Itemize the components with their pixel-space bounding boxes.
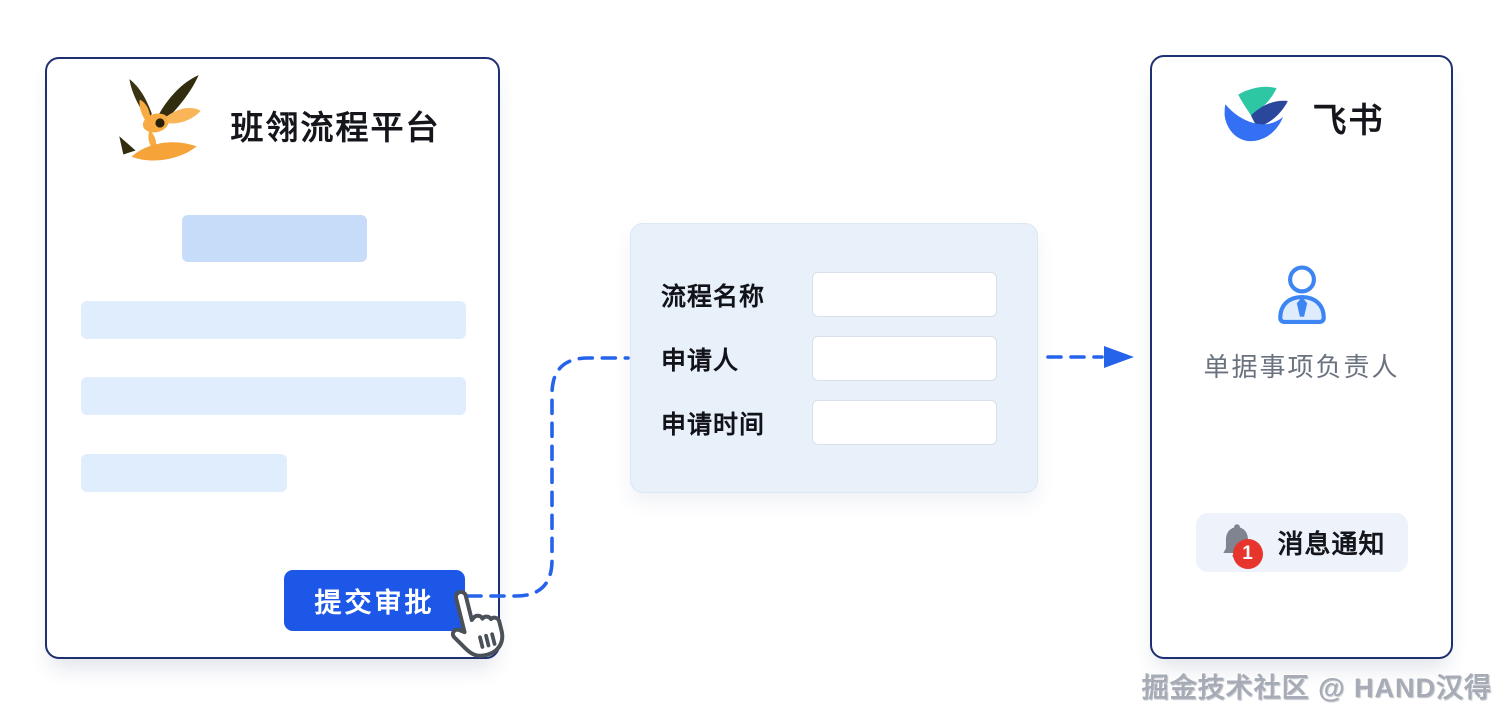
submit-approval-button[interactable]: 提交审批 [284, 570, 465, 631]
banling-header: 班翎流程平台 [47, 69, 498, 181]
feishu-title: 飞书 [1312, 101, 1385, 140]
notification-badge: 1 [1232, 538, 1263, 569]
form-row: 申请时间 [661, 400, 997, 445]
skeleton-bar [81, 454, 287, 492]
banling-logo-icon [118, 75, 201, 161]
feishu-logo-icon [1224, 86, 1288, 142]
process-form-card: 流程名称 申请人 申请时间 [630, 223, 1038, 493]
apply-time-label: 申请时间 [661, 410, 766, 439]
feishu-card: 飞书 单据事项负责人 1 消息通知 [1150, 55, 1453, 659]
feishu-header: 飞书 [1152, 81, 1451, 153]
watermark-text: 掘金技术社区 @ HAND汉得 [1141, 673, 1492, 703]
banling-platform-card: 班翎流程平台 提交审批 [45, 57, 500, 659]
form-row: 流程名称 [661, 272, 997, 317]
form-row: 申请人 [661, 336, 997, 381]
notification-label: 消息通知 [1277, 529, 1386, 559]
hand-pointer-icon [450, 589, 505, 658]
process-name-input[interactable] [812, 272, 997, 317]
assignee-section [1152, 265, 1451, 325]
arrowhead-icon [1104, 346, 1134, 368]
skeleton-bar [81, 301, 466, 339]
process-name-label: 流程名称 [661, 282, 766, 311]
applicant-input[interactable] [812, 336, 997, 381]
message-notification-chip[interactable]: 1 消息通知 [1195, 513, 1408, 572]
banling-title: 班翎流程平台 [230, 109, 441, 146]
applicant-label: 申请人 [661, 346, 740, 375]
skeleton-bar [182, 215, 367, 262]
person-icon [1277, 265, 1326, 324]
apply-time-input[interactable] [812, 400, 997, 445]
bell-wrap: 1 [1216, 522, 1263, 569]
skeleton-bar [81, 377, 466, 415]
assignee-label: 单据事项负责人 [1203, 352, 1400, 382]
